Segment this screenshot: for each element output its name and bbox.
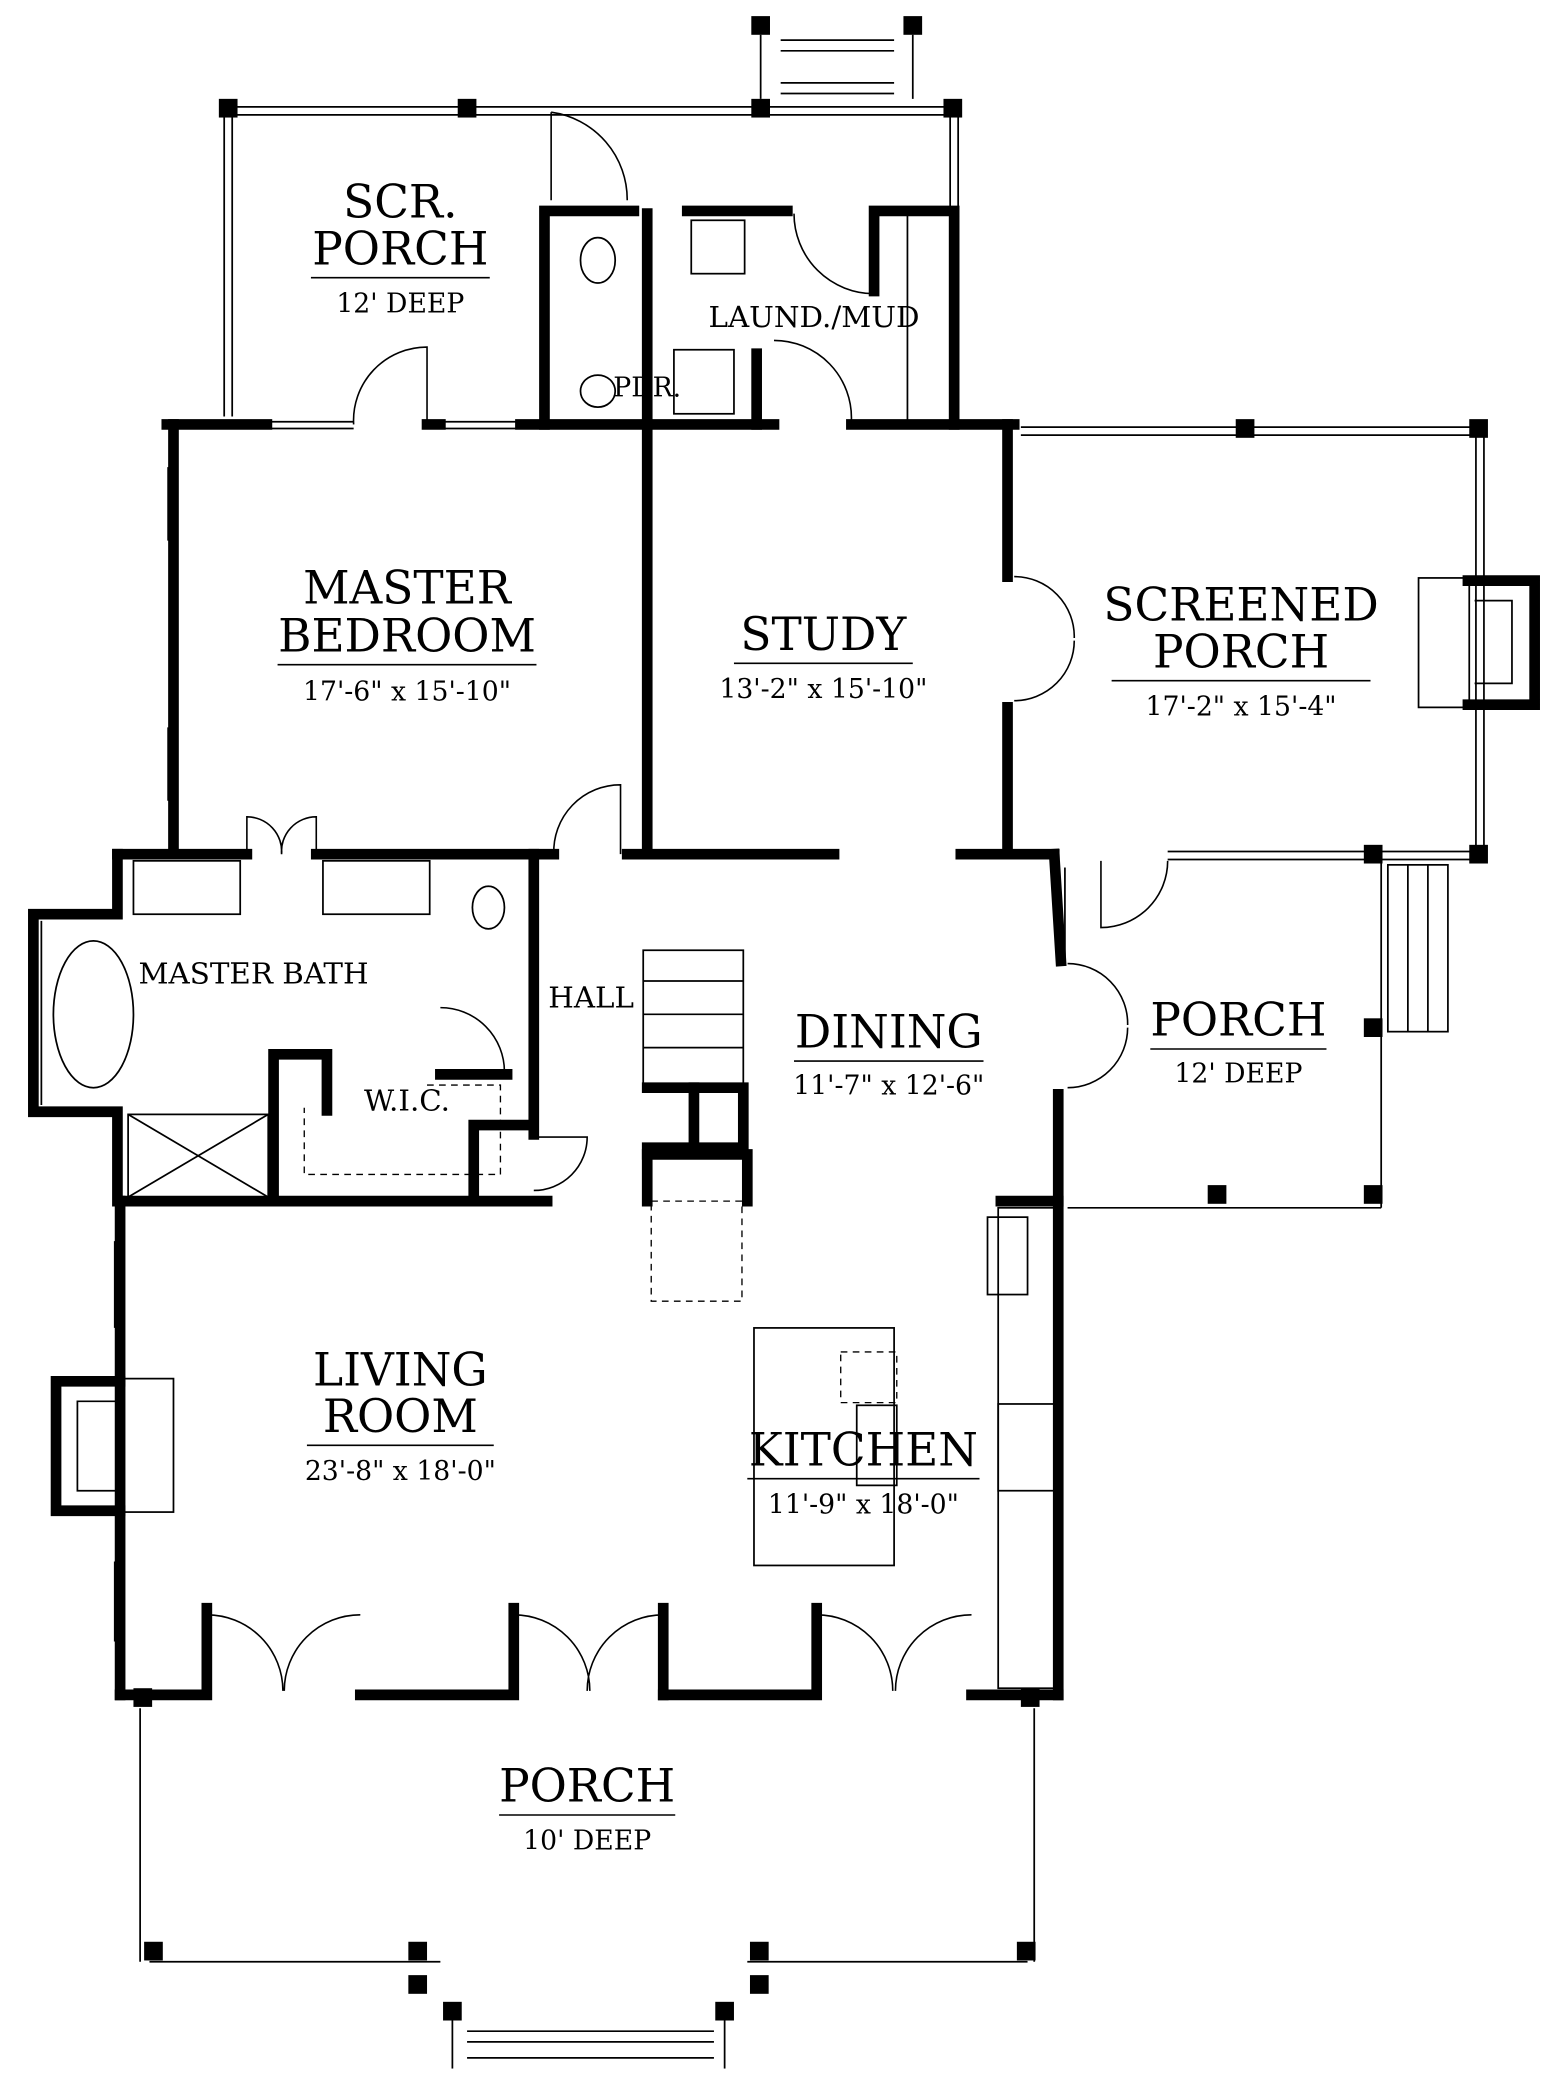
living-room-label-1: LIVING	[313, 1343, 488, 1396]
screened-porch-structure	[955, 419, 1540, 929]
master-bath-label: MASTER BATH	[139, 957, 369, 991]
master-bath-walls	[28, 783, 840, 1207]
stair	[641, 949, 753, 1302]
study-label: STUDY	[740, 608, 907, 661]
screened-porch-label-2: PORCH	[1153, 625, 1329, 678]
dining-size: 11'-7" x 12'-6"	[793, 1070, 984, 1101]
front-porch-label: PORCH	[499, 1760, 675, 1813]
side-porch-size: 12' DEEP	[1174, 1058, 1302, 1089]
wic-label: W.I.C.	[364, 1083, 450, 1117]
laundry-label: LAUND./MUD	[708, 300, 919, 334]
side-porch-structure	[1048, 848, 1449, 1701]
study-size: 13'-2" x 15'-10"	[719, 674, 927, 705]
living-room-label-2: ROOM	[323, 1390, 478, 1443]
kitchen-label: KITCHEN	[749, 1423, 978, 1476]
scr-porch-top-size: 12' DEEP	[336, 288, 464, 319]
upper-walls	[161, 346, 1076, 860]
powder-label: PDR.	[613, 372, 681, 403]
screened-porch-size: 17'-2" x 15'-4"	[1146, 691, 1337, 722]
front-porch-structure	[133, 1688, 1040, 2069]
laundry-walls	[539, 205, 960, 430]
hall-label: HALL	[548, 981, 634, 1015]
living-room-walls	[50, 1195, 1064, 1701]
scr-porch-top-label-1: SCR.	[343, 176, 457, 229]
master-bedroom-label-2: BEDROOM	[278, 609, 536, 662]
living-room-size: 23'-8" x 18'-0"	[305, 1456, 496, 1487]
master-bedroom-size: 17'-6" x 15'-10"	[303, 677, 511, 708]
side-porch-label: PORCH	[1150, 994, 1326, 1047]
master-bedroom-label-1: MASTER	[303, 561, 513, 614]
scr-porch-top-structure	[218, 16, 963, 417]
scr-porch-top-label-2: PORCH	[312, 222, 488, 275]
screened-porch-label-1: SCREENED	[1103, 579, 1378, 632]
kitchen-fixtures	[753, 1195, 1064, 1690]
kitchen-size: 11'-9" x 18'-0"	[768, 1489, 959, 1520]
front-porch-size: 10' DEEP	[523, 1826, 651, 1857]
dining-label: DINING	[795, 1006, 983, 1059]
